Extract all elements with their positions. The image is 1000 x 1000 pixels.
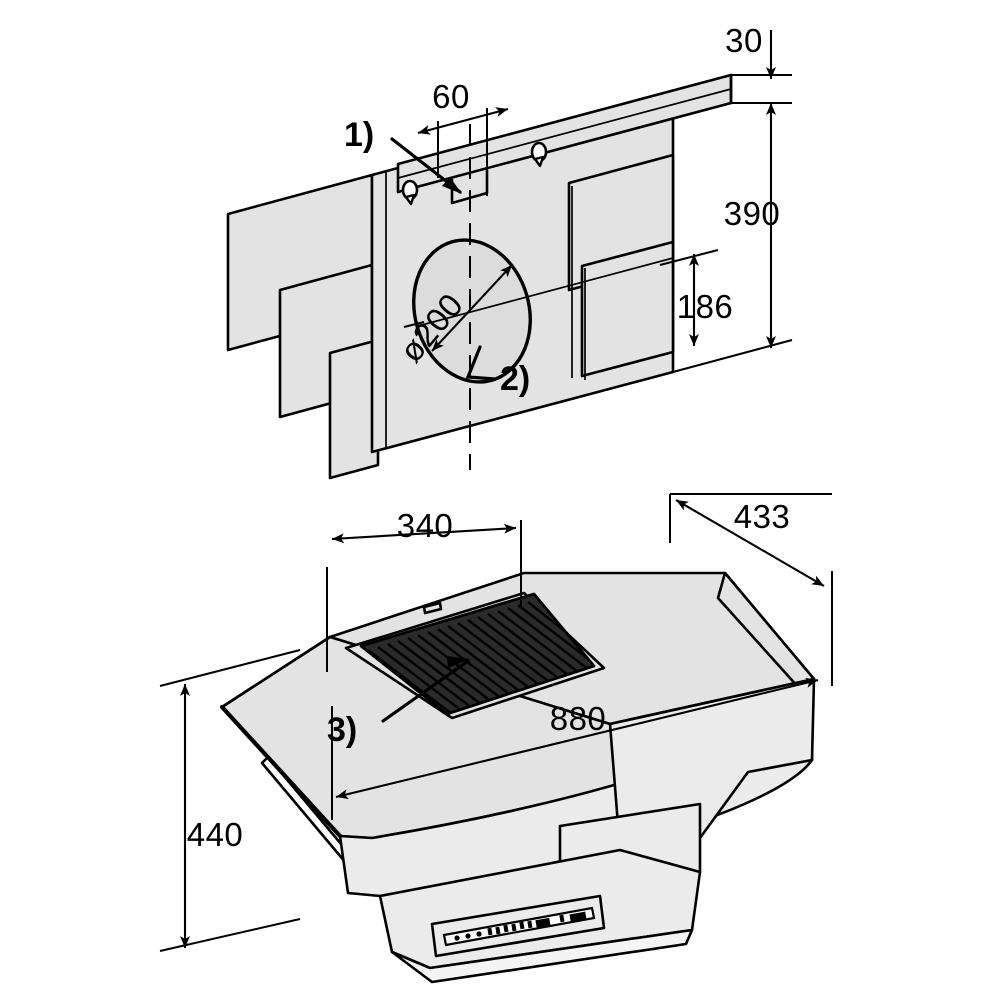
hood-view: 3) 340 433 880 440 [159, 493, 833, 984]
callout-2-label: 2) [500, 360, 530, 398]
top-rail-inner-line [397, 88, 732, 179]
grille-handle-notch[interactable] [422, 601, 443, 615]
control-panel-button-strip[interactable] [442, 906, 596, 947]
dim-line-880 [335, 677, 819, 800]
dim-label-440: 440 [187, 816, 244, 853]
plate-keyhole-icon [401, 179, 419, 206]
callout-2-leader [465, 345, 497, 381]
ext-line-440-bottom [159, 918, 301, 952]
dim-label-186: 186 [677, 288, 734, 325]
ext-line-390-bottom [672, 339, 793, 373]
dim-label-340: 340 [397, 507, 454, 544]
dim-label-60: 60 [432, 78, 470, 115]
dim-line-433 [675, 499, 825, 587]
dim-label-880: 880 [550, 700, 607, 737]
dim-line-340 [331, 523, 517, 544]
hood-glass-top-edge [220, 635, 332, 709]
rail-keyhole-icon [530, 141, 548, 168]
dim-label-30: 30 [725, 22, 763, 59]
wall-template-view: ø200 1) 2) 60 30 390 186 [226, 22, 793, 480]
callout-1-label: 1) [344, 116, 374, 154]
hood-bottom-front-lip [390, 928, 694, 984]
duct-diameter-arrow [431, 264, 513, 352]
control-panel-recess [430, 894, 606, 958]
callout-1-arrowhead [442, 177, 462, 194]
left-lower-flange [328, 338, 380, 480]
dim-label-390: 390 [724, 195, 781, 232]
ext-line-440-top [159, 649, 301, 687]
dim-label-433: 433 [734, 498, 791, 535]
dim-line-60 [417, 107, 509, 135]
duct-centerline-horizontal [403, 321, 425, 328]
callout-3-arrowhead [447, 656, 470, 668]
